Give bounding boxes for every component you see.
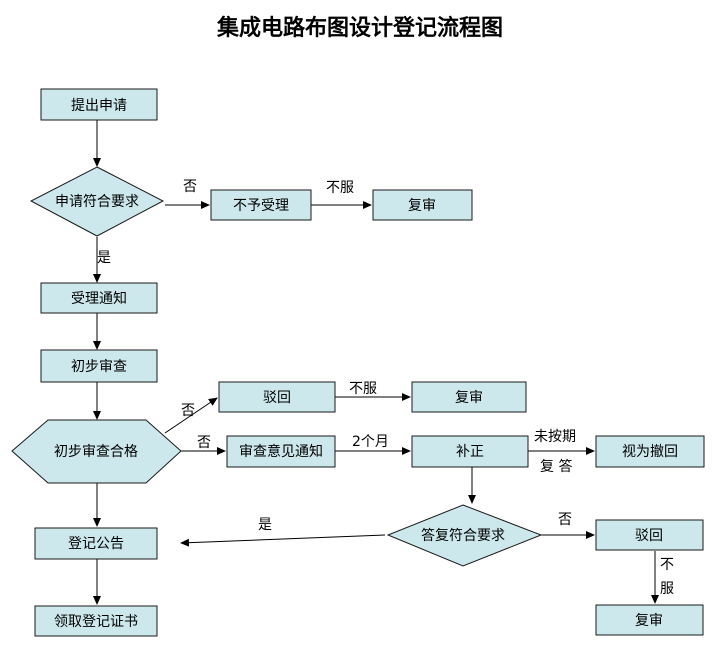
label-appeal-1: 不服: [326, 180, 354, 196]
node-submit-label: 提出申请: [71, 98, 127, 114]
node-reject-1-label: 驳回: [263, 390, 291, 406]
decision-check-requirements: 申请符合要求: [29, 166, 165, 237]
node-review-1: 复审: [372, 189, 473, 221]
node-prelim-review-label: 初步审查: [71, 358, 127, 375]
node-correction-label: 补正: [456, 444, 484, 460]
edge-reply-to-register: [180, 534, 386, 547]
node-review-2-label: 复审: [455, 389, 483, 406]
node-review-2: 复审: [411, 381, 527, 413]
label-appeal-3-bottom: 服: [660, 581, 674, 597]
diagram-title: 集成电路布图设计登记流程图: [216, 15, 503, 41]
node-accept-notice: 受理通知: [40, 282, 158, 314]
label-appeal-2: 不服: [349, 381, 377, 397]
label-two-months: 2个月: [352, 434, 389, 450]
node-opinion-notice-label: 审查意见通知: [239, 443, 323, 460]
node-register-announce: 登记公告: [34, 527, 158, 560]
decision-check-requirements-label: 申请符合要求: [55, 194, 139, 210]
node-get-certificate-label: 领取登记证书: [54, 614, 138, 630]
node-review-3: 复审: [595, 604, 704, 636]
node-get-certificate: 领取登记证书: [34, 605, 158, 637]
edge-labels: 否 不服 是 否 不服 否 2个月 未按期 复 答 是 否 不 服: [97, 179, 674, 597]
node-register-announce-label: 登记公告: [68, 536, 124, 552]
label-not-on-time: 未按期: [534, 429, 576, 445]
label-reply: 复 答: [540, 458, 572, 475]
node-reject-acceptance-label: 不予受理: [233, 198, 289, 214]
node-reject-2-label: 驳回: [635, 528, 663, 544]
label-no-2: 否: [181, 403, 195, 419]
label-no-1: 否: [183, 179, 197, 195]
node-submit: 提出申请: [40, 88, 158, 121]
label-appeal-3-top: 不: [660, 557, 674, 573]
node-accept-notice-label: 受理通知: [71, 290, 127, 307]
node-opinion-notice: 审查意见通知: [226, 435, 336, 468]
node-review-1-label: 复审: [408, 197, 436, 214]
node-reject-2: 驳回: [595, 519, 704, 551]
node-withdrawn: 视为撤回: [595, 435, 705, 468]
node-correction: 补正: [411, 435, 529, 468]
edges: [93, 120, 659, 605]
label-yes-2: 是: [258, 517, 272, 533]
decision-prelim-pass-label: 初步审查合格: [54, 443, 138, 460]
decision-prelim-pass: 初步审查合格: [11, 419, 182, 484]
node-reject-acceptance: 不予受理: [210, 189, 312, 221]
node-prelim-review: 初步审查: [40, 349, 158, 383]
label-no-3: 否: [197, 435, 211, 451]
edge-pass-to-reject1: [164, 397, 218, 434]
node-reject-1: 驳回: [218, 381, 336, 413]
node-withdrawn-label: 视为撤回: [622, 444, 678, 460]
label-no-4: 否: [558, 512, 572, 528]
decision-reply-ok: 答复符合要求: [386, 504, 543, 567]
node-review-3-label: 复审: [635, 612, 663, 629]
label-yes-1: 是: [97, 250, 111, 266]
decision-reply-ok-label: 答复符合要求: [421, 527, 505, 544]
